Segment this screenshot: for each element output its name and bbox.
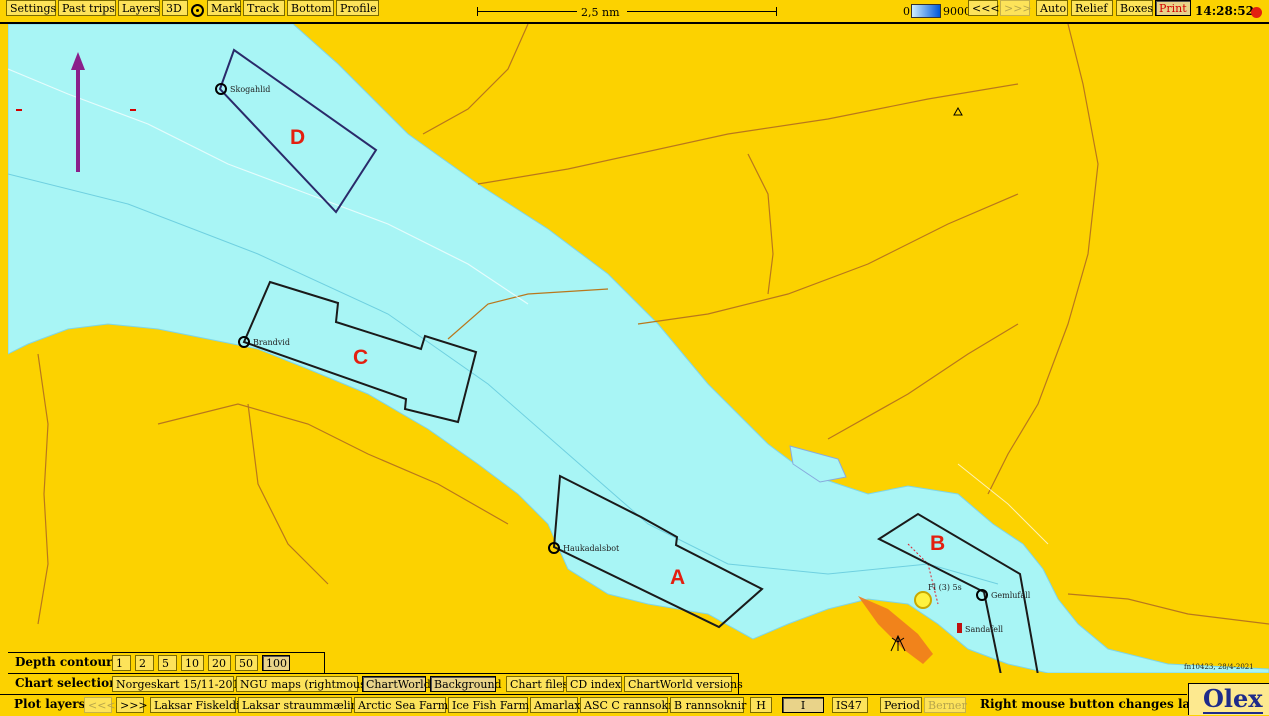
olex-logo: Olex <box>1188 683 1269 715</box>
roads <box>37 24 1269 625</box>
chart-files-button[interactable]: Chart files <box>506 676 568 692</box>
north-arrow-icon <box>16 52 136 172</box>
marker-brandvid[interactable]: Brandvid <box>238 336 290 348</box>
plot-next-button[interactable]: >>> <box>116 697 148 713</box>
layer-i[interactable]: I <box>782 697 824 713</box>
layer-period[interactable]: Period <box>880 697 922 713</box>
plot-prev-button[interactable]: <<< <box>84 697 116 713</box>
depth-min-label: 0 <box>903 5 910 18</box>
boxes-button[interactable]: Boxes <box>1116 0 1153 16</box>
nav-prev-button[interactable]: <<< <box>968 0 1000 16</box>
auto-button[interactable]: Auto <box>1036 0 1068 16</box>
svg-text:Skogahlid: Skogahlid <box>230 85 270 94</box>
layer-amarlax[interactable]: Amarlax <box>530 697 580 713</box>
depth-1-button[interactable]: 1 <box>112 655 131 671</box>
area-d-outline[interactable] <box>218 48 378 214</box>
marker-haukadalsbot[interactable]: Haukadalsbot <box>548 542 620 554</box>
depth-5-button[interactable]: 5 <box>158 655 177 671</box>
plot-layers-hint: Right mouse button changes labels <box>980 697 1218 711</box>
depth-20-button[interactable]: 20 <box>208 655 231 671</box>
layer-h[interactable]: H <box>750 697 772 713</box>
depth-100-button[interactable]: 100 <box>262 655 290 671</box>
clock: 14:28:52 <box>1195 4 1254 18</box>
svg-text:Brandvid: Brandvid <box>253 338 290 347</box>
cd-index-button[interactable]: CD index <box>566 676 622 692</box>
print-button[interactable]: Print <box>1155 0 1191 16</box>
buoy-icon <box>957 623 962 633</box>
profile-button[interactable]: Profile <box>336 0 379 16</box>
depth-max-label: 9000 <box>943 5 971 18</box>
settings-button[interactable]: Settings <box>6 0 56 16</box>
track-button[interactable]: Track <box>243 0 285 16</box>
chart-chartworld-button[interactable]: ChartWorld <box>362 676 431 692</box>
depth-50-button[interactable]: 50 <box>235 655 258 671</box>
layer-ice-fish-farm[interactable]: Ice Fish Farm <box>448 697 529 713</box>
area-d-label: D <box>290 126 305 149</box>
marker-skogahlid[interactable]: Skogahlid <box>215 83 270 95</box>
relief-button[interactable]: Relief <box>1071 0 1113 16</box>
chart-selection-bar: Chart selection Norgeskart 15/11-2018 NG… <box>8 673 743 695</box>
aquaculture-areas <box>218 48 1039 673</box>
area-c-label: C <box>353 346 368 369</box>
layer-berner[interactable]: Berner <box>924 697 967 713</box>
deep-channel <box>8 173 999 585</box>
chart-background-button[interactable]: Background <box>430 676 502 692</box>
nav-next-button[interactable]: >>> <box>1000 0 1032 16</box>
area-c-outline[interactable] <box>242 280 478 424</box>
top-toolbar: Settings Past trips Layers 3D Mark Track… <box>0 0 1269 24</box>
svg-text:Gemlufall: Gemlufall <box>991 591 1031 600</box>
chart-selection-label: Chart selection <box>15 676 118 690</box>
chart-ngu-button[interactable]: NGU maps (rightmouse!) <box>236 676 381 692</box>
depth-2-button[interactable]: 2 <box>135 655 154 671</box>
antenna-icon <box>890 634 906 652</box>
scale-label: 2,5 nm <box>581 6 620 19</box>
mark-button[interactable]: Mark <box>207 0 241 16</box>
map-canvas[interactable]: Skogahlid Brandvid Haukadalsbot Gemlufal… <box>8 24 1269 673</box>
layer-asc-c[interactable]: ASC C rannsokn <box>580 697 675 713</box>
plot-layers-label: Plot layers <box>14 697 86 711</box>
area-b-label: B <box>930 532 945 555</box>
fjord-water <box>8 24 1269 673</box>
area-a-label: A <box>670 566 685 589</box>
bottom-button[interactable]: Bottom <box>287 0 334 16</box>
peak-icon <box>953 106 963 116</box>
layer-is47[interactable]: IS47 <box>832 697 868 713</box>
plot-layers-bar: Plot layers <<< >>> Laksar Fiskeldi Laks… <box>0 694 1218 716</box>
nautical-map[interactable]: Skogahlid Brandvid Haukadalsbot Gemlufal… <box>8 24 1269 673</box>
area-a-outline[interactable] <box>552 474 764 629</box>
layer-laksar-fiskeldi[interactable]: Laksar Fiskeldi <box>150 697 240 713</box>
layer-laksar-straum[interactable]: Laksar straummælinga <box>238 697 371 713</box>
layer-arctic-sea-farm[interactable]: Arctic Sea Farm <box>354 697 448 713</box>
place-sandafell: Sandafell <box>965 625 1004 634</box>
depth-contours-bar: Depth contours 1 2 5 10 20 50 100 <box>8 652 325 674</box>
svg-text:Haukadalsbot: Haukadalsbot <box>563 544 620 553</box>
target-icon[interactable] <box>191 4 204 17</box>
chart-norgeskart-button[interactable]: Norgeskart 15/11-2018 <box>112 676 247 692</box>
harbour: Fl (3) 5s Sandafell <box>858 583 1004 664</box>
past-trips-button[interactable]: Past trips <box>58 0 116 16</box>
layers-button[interactable]: Layers <box>118 0 160 16</box>
data-stamp: fn10423, 28/4-2021 <box>1184 663 1254 671</box>
svg-text:Fl (3) 5s: Fl (3) 5s <box>928 583 962 592</box>
3d-button[interactable]: 3D <box>162 0 188 16</box>
marker-gemlufall[interactable]: Gemlufall <box>976 589 1031 601</box>
depth-gradient <box>911 4 941 18</box>
layer-b-rannsoknir[interactable]: B rannsoknir <box>670 697 746 713</box>
depth-contours-label: Depth contours <box>15 655 120 669</box>
depth-10-button[interactable]: 10 <box>181 655 204 671</box>
islet <box>789 445 847 483</box>
chartworld-versions-button[interactable]: ChartWorld versions <box>624 676 743 692</box>
sun-icon[interactable] <box>1250 6 1263 19</box>
area-b-outline[interactable] <box>876 512 1039 673</box>
scale-bar: 2,5 nm <box>477 6 777 19</box>
